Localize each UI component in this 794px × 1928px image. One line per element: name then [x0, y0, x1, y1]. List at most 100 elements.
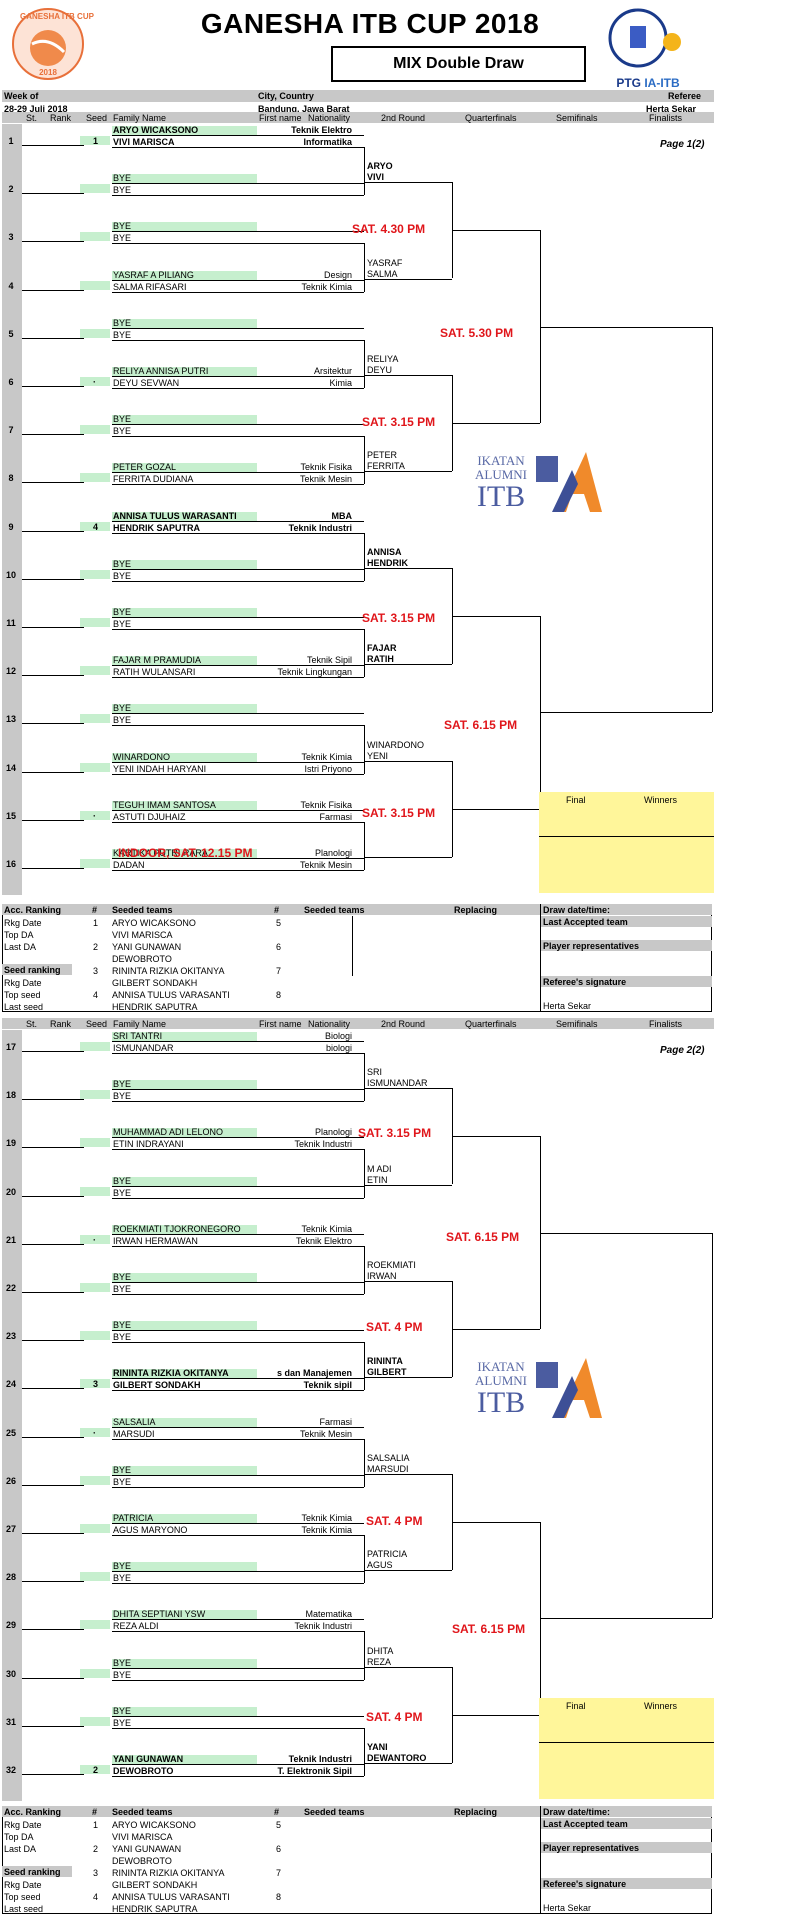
name-line: [112, 809, 364, 811]
player1-affiliation: Teknik Kimia: [301, 751, 352, 762]
player2-name: BYE: [113, 329, 132, 340]
seed-cell: [80, 1668, 110, 1678]
seed-cell: [80, 184, 110, 194]
player2-affiliation: Informatika: [303, 137, 352, 147]
round2-player-b: ISMUNANDAR: [367, 1078, 428, 1089]
column-rank: Rank: [50, 113, 72, 123]
rkg-date-label: Rkg Date: [4, 1820, 42, 1830]
player2-affiliation: biologi: [325, 1043, 352, 1053]
round2-player-b: YENI: [367, 750, 389, 761]
seed-team-a: RININTA RIZKIA OKITANYA: [112, 1868, 225, 1878]
sf-line: [540, 712, 712, 714]
player2-name: IRWAN HERMAWAN: [113, 1235, 198, 1246]
seed-number: ·: [93, 1234, 96, 1245]
draw-position: 28: [5, 1572, 16, 1583]
round2-player-b: RATIH: [367, 654, 394, 665]
player1-affiliation: Teknik Kimia: [301, 1223, 352, 1234]
draw-position: 32: [5, 1765, 16, 1775]
seed-cell: [80, 569, 110, 579]
column-qf: Quarterfinals: [465, 113, 517, 123]
player1-affiliation: Biologi: [324, 1031, 352, 1041]
column-qf: Quarterfinals: [465, 1019, 517, 1029]
player1-name: BYE: [113, 1079, 132, 1090]
qf-line: [452, 423, 540, 425]
name-cell: [112, 559, 257, 569]
last-accepted-bar: [541, 916, 712, 927]
player1-affiliation: Teknik Sipil: [306, 655, 352, 666]
seed-cell: [80, 1572, 110, 1582]
round2-player-a: YANI: [367, 1741, 388, 1752]
name-line: [112, 388, 364, 389]
name-line: [112, 1149, 364, 1151]
round2-player-a: ROEKMIATI: [367, 1259, 416, 1270]
name-cell: [112, 174, 257, 184]
draw-position: 16: [5, 859, 16, 869]
round2-bracket: [452, 1473, 453, 1571]
player2-name: MARSUDI: [113, 1428, 155, 1439]
seed-cell: [80, 473, 110, 483]
round2-player-b: ETIN: [367, 1174, 388, 1185]
player1-name: PETER GOZAL: [113, 462, 177, 473]
round2-line: [364, 182, 452, 184]
player2-affiliation: Kimia: [329, 378, 352, 388]
player1-name: BYE: [113, 1657, 132, 1668]
position-line: [22, 868, 84, 869]
final-box: [539, 791, 714, 893]
round1-bracket: [364, 629, 365, 678]
player1-affiliation: Teknik Fisika: [300, 799, 352, 810]
name-line: [112, 195, 364, 197]
seed-cell: [80, 1138, 110, 1148]
player1-name: KARTIKA PUTRI RARA: [113, 848, 208, 858]
qf-line: [452, 230, 540, 232]
match-time: SAT. 3.15 PM: [362, 806, 436, 820]
column-header-bar: [2, 1018, 714, 1029]
player1-affiliation: Planologi: [314, 1127, 352, 1138]
referee-sig-label: Referee's signature: [543, 1879, 627, 1889]
draw-position: 11: [6, 618, 16, 628]
name-line: [112, 183, 364, 185]
round2-line: [364, 471, 452, 473]
match-time: SAT. 4 PM: [366, 1514, 423, 1528]
column-first: First name: [259, 113, 302, 123]
round2-bracket: [452, 567, 453, 665]
player2-affiliation: Teknik Kimia: [301, 1525, 352, 1535]
seed-rank: 1: [93, 1820, 99, 1830]
seed-team-b: HENDRIK SAPUTRA: [112, 1002, 198, 1012]
round2-line: [364, 856, 452, 858]
name-cell: [112, 270, 257, 280]
seed-team-a: RININTA RIZKIA OKITANYA: [112, 966, 225, 976]
player1-name: BYE: [113, 317, 132, 328]
seed-ranking-bar: [2, 1866, 72, 1877]
name-line: [112, 279, 364, 281]
player1-name: BYE: [113, 1175, 132, 1186]
seed-cell: [80, 1283, 110, 1292]
draw-position: 5: [8, 328, 14, 339]
round2-player-b: SALMA: [367, 268, 398, 279]
name-cell: [112, 1128, 257, 1138]
winners-label: Winners: [644, 794, 678, 805]
name-line: [112, 1727, 364, 1729]
match-time: SAT. 6.15 PM: [444, 718, 518, 732]
match-time: SAT. 6.15 PM: [446, 1230, 520, 1244]
position-line: [22, 1436, 84, 1438]
seed-rank: 6: [276, 942, 282, 952]
seed-cell: [80, 810, 110, 820]
ganesha-cup-logo: GANESHA ITB CUP 2018: [10, 6, 94, 82]
replacing-label: Replacing: [454, 905, 498, 915]
name-line: [112, 1282, 364, 1283]
draw-position: 30: [5, 1668, 16, 1679]
top-seed-label: Top seed: [4, 990, 41, 1000]
seed-number: ·: [93, 1427, 96, 1438]
round2-player-a: PETER: [367, 450, 398, 461]
player1-affiliation: Teknik Elektro: [291, 125, 352, 135]
name-cell: [112, 1562, 257, 1572]
position-line: [22, 1774, 84, 1775]
player-rep-label: Player representatives: [543, 941, 640, 951]
player1-affiliation: Matematika: [305, 1609, 352, 1620]
position-line: [22, 1629, 84, 1631]
name-line: [112, 1137, 364, 1139]
name-cell: [112, 222, 257, 232]
player2-name: DEYU SEVWAN: [113, 378, 180, 388]
player2-name: BYE: [113, 426, 132, 437]
column-header-bar: [2, 112, 714, 123]
